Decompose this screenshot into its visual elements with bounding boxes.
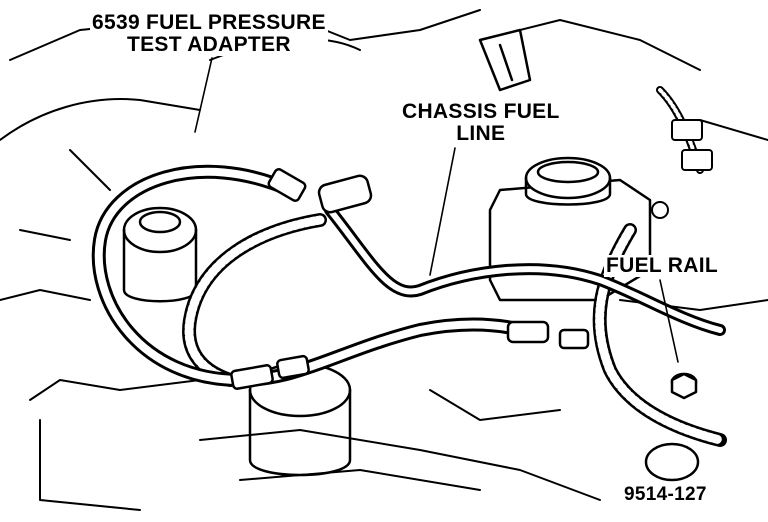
leader-chassis-fuel-line: [429, 147, 456, 276]
label-chassis-fuel-line: CHASSIS FUEL LINE: [400, 101, 562, 145]
label-adapter-line2: TEST ADAPTER: [126, 33, 291, 56]
label-adapter-line1: 6539 FUEL PRESSURE: [92, 11, 326, 34]
hose-fittings: [230, 168, 590, 390]
upper-right-connectors: [651, 86, 713, 219]
wire-loom-left: [182, 213, 327, 387]
label-chassis-line2: LINE: [456, 122, 506, 145]
top-bracket: [478, 28, 532, 92]
test-adapter-hose: [91, 164, 547, 387]
chassis-fuel-line-tube: [324, 204, 726, 336]
label-fuel-rail: FUEL RAIL: [604, 254, 720, 277]
left-canister: [122, 206, 198, 303]
figure-number: 9514-127: [622, 484, 709, 506]
label-chassis-line1: CHASSIS FUEL: [402, 100, 560, 123]
label-fuel-pressure-test-adapter: 6539 FUEL PRESSURE TEST ADAPTER: [90, 12, 328, 56]
leader-lines: [194, 57, 679, 363]
leader-test-adapter: [194, 57, 213, 133]
fuel-rail-bolt: [670, 372, 698, 400]
leader-fuel-rail: [659, 279, 679, 363]
